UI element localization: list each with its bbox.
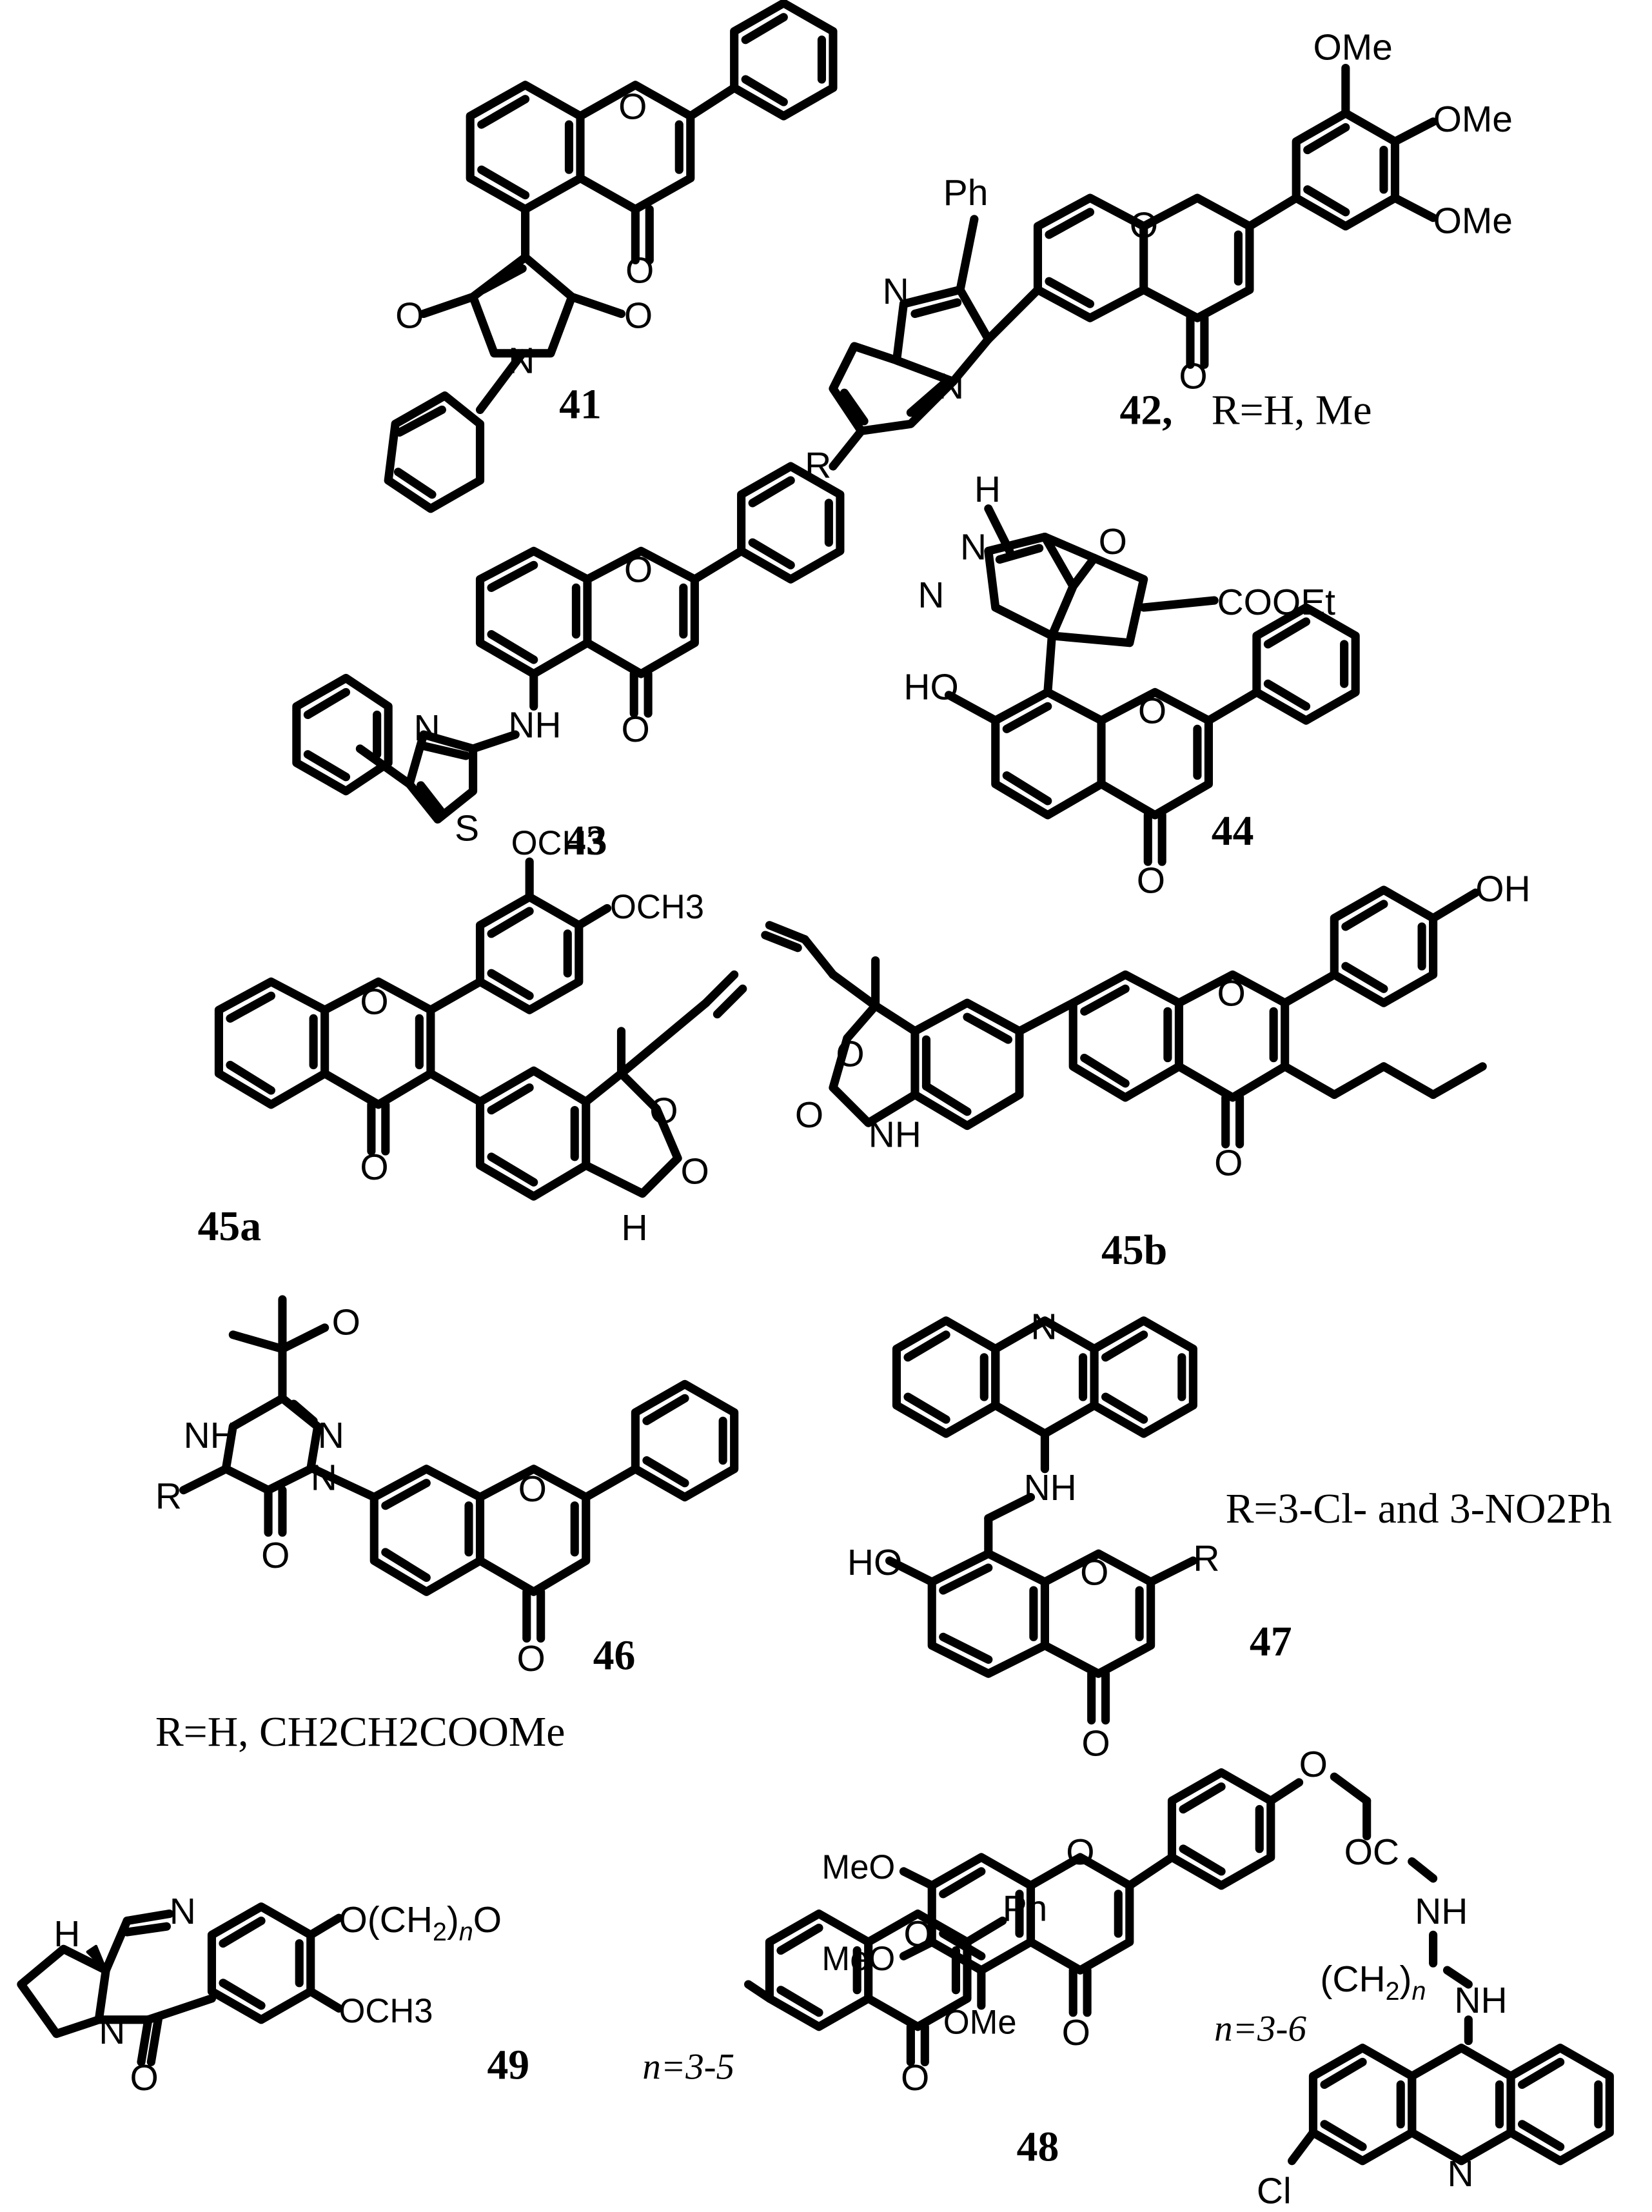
atom-O: O: [649, 1090, 678, 1131]
atom-O: O: [1081, 1723, 1110, 1764]
atom-Ph: Ph: [1003, 1888, 1048, 1929]
atom-O: O: [261, 1535, 290, 1576]
structure-46: [179, 1295, 739, 1643]
atom-N: N: [960, 527, 987, 568]
atom-NH: NH: [869, 1114, 921, 1156]
atom-O: O: [516, 1638, 545, 1679]
atom-O: O: [1130, 204, 1158, 246]
atom-O: O: [360, 1147, 388, 1188]
atom-N: N: [508, 341, 535, 382]
structure-48: [899, 1768, 1614, 2166]
atom-O: O: [1080, 1552, 1108, 1593]
atom-O: O: [360, 982, 388, 1023]
atom-OC: OC: [1344, 1832, 1399, 1873]
atom-OCH3: OCH3: [511, 824, 605, 862]
atom-N: N: [938, 366, 964, 407]
atom-OCH3: OCH3: [339, 1992, 433, 2030]
atom-N: N: [170, 1891, 196, 1932]
atom-HO: HO: [847, 1542, 902, 1583]
atom-O: O: [395, 295, 424, 336]
atom-O: O: [1066, 1832, 1094, 1873]
atom-Cl: Cl: [1257, 2170, 1292, 2211]
atom-S: S: [455, 807, 479, 849]
atom-O: O: [901, 2057, 929, 2098]
atom-R: R: [1193, 1537, 1219, 1579]
atom-N: N: [414, 707, 440, 749]
atom-HO: HO: [903, 666, 958, 707]
compound-label-45b: 45b: [1101, 1227, 1167, 1274]
structure-42: [829, 63, 1438, 471]
atom-NH: NH: [1024, 1467, 1077, 1508]
atom-N: N: [311, 1457, 337, 1499]
atom-O: O: [618, 86, 647, 127]
atom-OMe: OMe: [1433, 99, 1513, 140]
atom-OH: OH: [1475, 868, 1530, 909]
atom-O: O: [1137, 860, 1165, 901]
atom-OCH3: OCH3: [610, 888, 704, 926]
compound-label-47: 47: [1250, 1618, 1292, 1665]
atom-O: O: [624, 549, 653, 591]
atom-O: O: [1214, 1142, 1243, 1183]
condition-49: n=3-5: [642, 2047, 734, 2088]
atom-H: H: [621, 1207, 647, 1249]
substituent-CH2-n: (CH2)n: [1320, 1959, 1426, 2006]
atom-O: O: [625, 250, 654, 291]
atom-O: O: [624, 295, 653, 336]
atom-O: O: [1217, 973, 1246, 1014]
atom-O: O: [1299, 1744, 1328, 1785]
condition-46: R=H, CH2CH2COOMe: [155, 1708, 565, 1755]
atom-O: O: [332, 1302, 360, 1343]
atom-N: N: [99, 2011, 125, 2052]
structure-49: [17, 1902, 1007, 2067]
atom-O: O: [1099, 521, 1127, 562]
atom-O: O: [518, 1468, 547, 1510]
atom-O: O: [1179, 356, 1207, 397]
atom-NH: NH: [1415, 1891, 1468, 1932]
compound-label-48: 48: [1017, 2124, 1059, 2171]
atom-H: H: [54, 1913, 80, 1955]
atom-MeO: MeO: [821, 1940, 895, 1978]
atom-N: N: [1031, 1306, 1057, 1347]
compound-label-49: 49: [487, 2042, 529, 2089]
condition-42: R=H, Me: [1212, 386, 1372, 433]
atom-HN: NH: [184, 1415, 237, 1456]
atom-N: N: [918, 575, 944, 616]
atom-OMe: OMe: [1313, 26, 1392, 68]
structure-43: [292, 462, 845, 824]
structure-41: [384, 0, 838, 513]
structure-47: [885, 1316, 1197, 1725]
atom-O: O: [795, 1094, 823, 1136]
atom-N: N: [318, 1415, 344, 1456]
compound-label-44: 44: [1212, 807, 1254, 854]
atom-O: O: [130, 2057, 158, 2098]
condition-47: R=3-Cl- and 3-NO2Ph: [1226, 1485, 1612, 1532]
compound-label-41: 41: [559, 381, 602, 428]
atom-Ph: Ph: [943, 172, 988, 213]
atom-R: R: [155, 1476, 182, 1517]
compound-label-46: 46: [593, 1632, 636, 1679]
atom-O: O: [1062, 2012, 1090, 2053]
structure-44: [944, 504, 1360, 866]
atom-NH: NH: [508, 704, 561, 746]
compound-label-42: 42,: [1119, 386, 1172, 433]
atom-N: N: [1447, 2153, 1473, 2195]
atom-H: H: [974, 469, 1001, 510]
atom-OMe: OMe: [943, 2004, 1017, 2042]
atom-O: O: [680, 1150, 709, 1192]
condition-48: n=3-6: [1214, 2009, 1306, 2049]
atom-O: O: [836, 1034, 864, 1075]
atom-N: N: [883, 271, 909, 312]
structure-45b: [761, 885, 1487, 1149]
atom-COOEt: COOEt: [1217, 582, 1336, 623]
atom-O: O: [1138, 691, 1166, 732]
compound-label-45a: 45a: [198, 1203, 262, 1250]
atom-O: O: [621, 709, 649, 750]
atom-OMe: OMe: [1433, 201, 1513, 242]
compound-label-43: 43: [565, 817, 607, 864]
structure-45a: [214, 857, 747, 1201]
substituent-O-CH2-n-O: O(CH2)nO: [339, 1899, 502, 1946]
atom-NH: NH: [1454, 1980, 1507, 2021]
atom-MeO: MeO: [821, 1848, 895, 1886]
